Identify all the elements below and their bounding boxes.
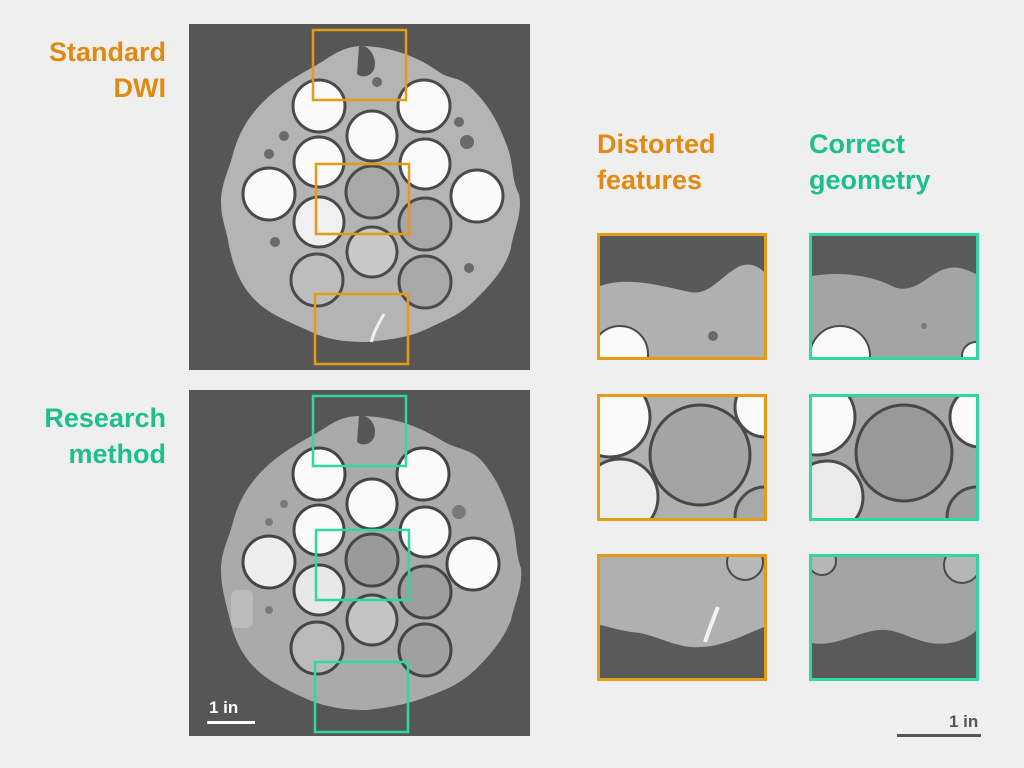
correct-crop-middle: [809, 394, 979, 521]
distorted-features-label: Distorted features: [597, 129, 716, 195]
correct-crop-top: [809, 233, 979, 360]
correct-geometry-label: Correct geometry: [809, 129, 931, 195]
correct-crop-bottom: [809, 554, 979, 681]
panel-scale-label: 1 in: [209, 698, 239, 717]
standard-dwi-image: [189, 24, 530, 370]
panel-scale-bar: [207, 721, 255, 724]
distorted-crop-bottom: [597, 554, 767, 681]
crops-scale-bar: [897, 734, 981, 737]
distorted-crop-top: [597, 233, 767, 360]
standard-dwi-label: Standard DWI: [48, 37, 166, 103]
crops-scale-label: 1 in: [949, 712, 979, 731]
distorted-crop-middle: [597, 394, 767, 521]
research-method-label: Research method: [44, 403, 166, 469]
research-method-image: 1 in: [189, 390, 530, 736]
